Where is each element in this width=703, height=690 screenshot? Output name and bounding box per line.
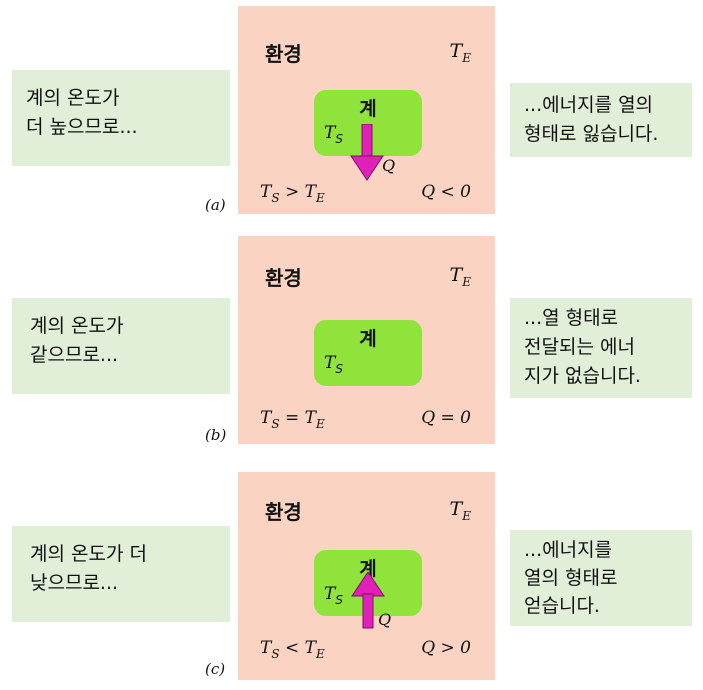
relation-b: TS = TE: [260, 408, 325, 431]
rel-lhs-b: T: [260, 408, 272, 428]
env-temp-a: TE: [449, 40, 471, 65]
sys-temp-c: TS: [324, 584, 343, 607]
caption-a: (a): [205, 196, 226, 214]
left-note-b: 계의 온도가 같으므로...: [12, 298, 230, 394]
rel-lhs-sub-b: S: [271, 417, 280, 431]
rel-lhs-a: T: [260, 182, 272, 202]
right-note-c-line-3: 얻습니다.: [524, 595, 600, 617]
right-note-b-line-2: 전달되는 에너: [524, 336, 635, 358]
rel-rhs-sub-a: E: [315, 191, 325, 205]
right-note-c-line-1: ...에너지를: [524, 539, 613, 561]
rel-op-a: >: [279, 182, 305, 202]
rel-rhs-a: T: [304, 182, 316, 202]
environment-label-b: 환경: [265, 266, 302, 290]
heat-label-c: Q: [378, 610, 392, 629]
env-temp-symbol-b: T: [449, 264, 463, 286]
environment-label-c: 환경: [265, 500, 302, 524]
rel-rhs-sub-c: E: [315, 647, 325, 661]
environment-a: 환경 TE 계 TS Q TS > TE Q < 0: [238, 6, 495, 214]
left-note-c-line-1: 계의 온도가 더: [30, 543, 147, 565]
sys-temp-symbol-c: T: [324, 584, 336, 604]
left-note-c-line-2: 낮으므로...: [30, 572, 119, 594]
heat-arrow-down-icon: [350, 124, 384, 181]
rel-op-c: <: [279, 638, 305, 658]
system-box-b: 계 TS: [314, 320, 422, 386]
sys-temp-b: TS: [324, 353, 343, 376]
system-label-b: 계: [359, 328, 377, 350]
rel-op-b: =: [279, 408, 305, 428]
env-temp-sub-a: E: [462, 51, 471, 65]
right-note-c: ...에너지를 열의 형태로 얻습니다.: [510, 530, 692, 626]
heat-label-a: Q: [382, 156, 396, 175]
left-note-a-line-1: 계의 온도가: [26, 87, 120, 109]
left-note-b-line-1: 계의 온도가: [30, 315, 124, 337]
rel-lhs-c: T: [260, 638, 272, 658]
env-temp-sub-c: E: [462, 509, 471, 523]
right-note-b-line-1: ...열 형태로: [524, 307, 619, 329]
left-note-b-line-2: 같으므로...: [30, 344, 119, 366]
caption-b: (b): [205, 426, 227, 444]
right-note-a-line-1: ...에너지를 열의: [524, 94, 654, 116]
heat-value-a: Q < 0: [421, 182, 471, 202]
right-note-b: ...열 형태로 전달되는 에너 지가 없습니다.: [510, 298, 692, 398]
sys-temp-sub-b: S: [335, 362, 343, 376]
heat-arrow-up-icon: [351, 572, 385, 629]
rel-rhs-c: T: [304, 638, 316, 658]
left-note-a: 계의 온도가 더 높으므로...: [12, 70, 230, 166]
environment-b: 환경 TE 계 TS TS = TE Q = 0: [238, 236, 495, 444]
right-note-a-line-2: 형태로 잃습니다.: [524, 123, 659, 145]
right-note-a: ...에너지를 열의 형태로 잃습니다.: [510, 83, 692, 157]
env-temp-b: TE: [449, 264, 471, 289]
rel-lhs-sub-a: S: [271, 191, 280, 205]
env-temp-c: TE: [449, 498, 471, 523]
environment-c: 환경 TE 계 TS Q TS < TE Q > 0: [238, 472, 495, 680]
heat-value-c: Q > 0: [421, 638, 471, 658]
system-label-a: 계: [359, 98, 377, 120]
left-note-a-line-2: 더 높으므로...: [26, 116, 138, 138]
rel-rhs-sub-b: E: [315, 417, 325, 431]
right-note-b-line-3: 지가 없습니다.: [524, 365, 641, 387]
env-temp-sub-b: E: [462, 275, 471, 289]
env-temp-symbol-a: T: [449, 40, 463, 62]
relation-a: TS > TE: [260, 182, 325, 205]
rel-rhs-b: T: [304, 408, 316, 428]
sys-temp-sub-a: S: [335, 132, 343, 146]
relation-c: TS < TE: [260, 638, 325, 661]
environment-label-a: 환경: [265, 42, 302, 66]
right-note-c-line-2: 열의 형태로: [524, 567, 618, 589]
sys-temp-sub-c: S: [335, 593, 343, 607]
rel-lhs-sub-c: S: [271, 647, 280, 661]
sys-temp-a: TS: [324, 123, 343, 146]
sys-temp-symbol-a: T: [324, 123, 336, 143]
sys-temp-symbol-b: T: [324, 353, 336, 373]
caption-c: (c): [205, 660, 226, 678]
env-temp-symbol-c: T: [449, 498, 463, 520]
heat-value-b: Q = 0: [421, 408, 471, 428]
left-note-c: 계의 온도가 더 낮으므로...: [12, 526, 230, 622]
system-label-c: 계: [359, 558, 377, 580]
